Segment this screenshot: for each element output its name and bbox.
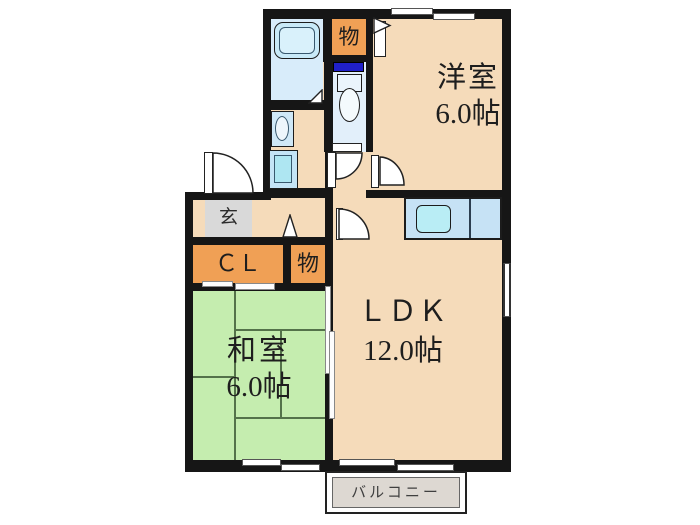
ldk-label: ＬＤＫ 12.0帖: [330, 293, 476, 371]
window-top-pane: [433, 13, 475, 20]
western-room-label: 洋室 6.0帖: [407, 60, 529, 132]
washing-machine: [274, 155, 292, 183]
window-bottom-japanese-pane: [242, 459, 281, 466]
window-bottom-ldk-pane: [397, 464, 454, 471]
tatami-line: [193, 376, 234, 378]
sliding-door-japanese-pane: [325, 286, 331, 374]
western-room-door-leaf: [371, 155, 379, 188]
wall-closet-top: [185, 237, 333, 245]
wall-bath-bottom: [263, 100, 325, 110]
wall-top: [263, 9, 511, 19]
entry-door-swing: [212, 152, 254, 194]
wall-entrance-top: [185, 192, 271, 200]
washbasin-bowl: [275, 116, 289, 141]
wall-closet-divider: [283, 237, 291, 291]
window-right: [503, 263, 511, 317]
window-bottom-ldk-pane: [339, 459, 395, 466]
washbasin: [271, 111, 294, 147]
wall-right: [502, 9, 511, 472]
ldk-door-swing: [338, 208, 370, 240]
storage-door-marker: [373, 17, 392, 35]
western-room-size: 6.0帖: [435, 98, 501, 130]
wall-toilet-right: [366, 19, 373, 152]
window-top-pane: [391, 8, 433, 15]
japanese-room-floor: [193, 291, 325, 460]
toilet-door-leaf: [332, 143, 362, 152]
bathtub: [274, 22, 320, 59]
entrance-label: 玄: [218, 207, 238, 228]
ldk-name: ＬＤＫ: [357, 296, 448, 328]
balcony-deck: バルコニー: [332, 477, 460, 508]
storage-mid-label: 物: [296, 251, 319, 276]
japanese-room-size: 6.0帖: [226, 371, 292, 403]
balcony: バルコニー: [325, 471, 467, 514]
wall-bath-storage: [323, 19, 332, 62]
wall-storage-bottom: [323, 55, 368, 62]
closet-cl-label: ＣＬ: [215, 251, 261, 276]
storage-mid-room: [291, 245, 325, 283]
western-room-door-swing: [379, 156, 405, 186]
wall-ldk-top: [366, 190, 511, 198]
balcony-label: バルコニー: [351, 485, 441, 501]
wall-left-lower: [185, 192, 193, 472]
toilet-bowl: [339, 88, 360, 122]
tatami-line: [234, 329, 325, 331]
ldk-size: 12.0帖: [363, 335, 443, 367]
sliding-door-closet-pane: [235, 283, 275, 290]
washing-machine-pan: [269, 150, 298, 189]
storage-top-room: [332, 19, 366, 55]
storage-top-label: 物: [338, 25, 360, 49]
tatami-line: [234, 291, 236, 460]
bathtub-inner: [279, 27, 315, 54]
hall-opening-marker: [282, 214, 298, 238]
sliding-door-closet-pane: [202, 281, 233, 287]
wall-toilet-left: [324, 55, 333, 152]
toilet-door-swing: [335, 152, 363, 180]
wall-hall-right: [325, 150, 333, 245]
kitchen-counter-divider: [469, 199, 471, 238]
tatami-line: [234, 417, 325, 419]
sliding-door-japanese-pane: [329, 331, 335, 419]
japanese-room-name: 和室: [226, 335, 291, 367]
tatami-line: [280, 331, 282, 418]
western-room-name: 洋室: [436, 62, 499, 94]
kitchen-sink: [416, 205, 451, 233]
kitchen-counter: [404, 197, 502, 240]
closet-cl-room: [193, 245, 283, 283]
window-bottom-japanese-pane: [281, 464, 320, 471]
accent-blue-bar: [333, 62, 364, 72]
japanese-room-label: 和室 6.0帖: [194, 333, 324, 405]
wall-washroom-bottom: [263, 188, 333, 198]
entrance-floor: [205, 198, 252, 237]
bath-door-marker: [308, 89, 323, 104]
